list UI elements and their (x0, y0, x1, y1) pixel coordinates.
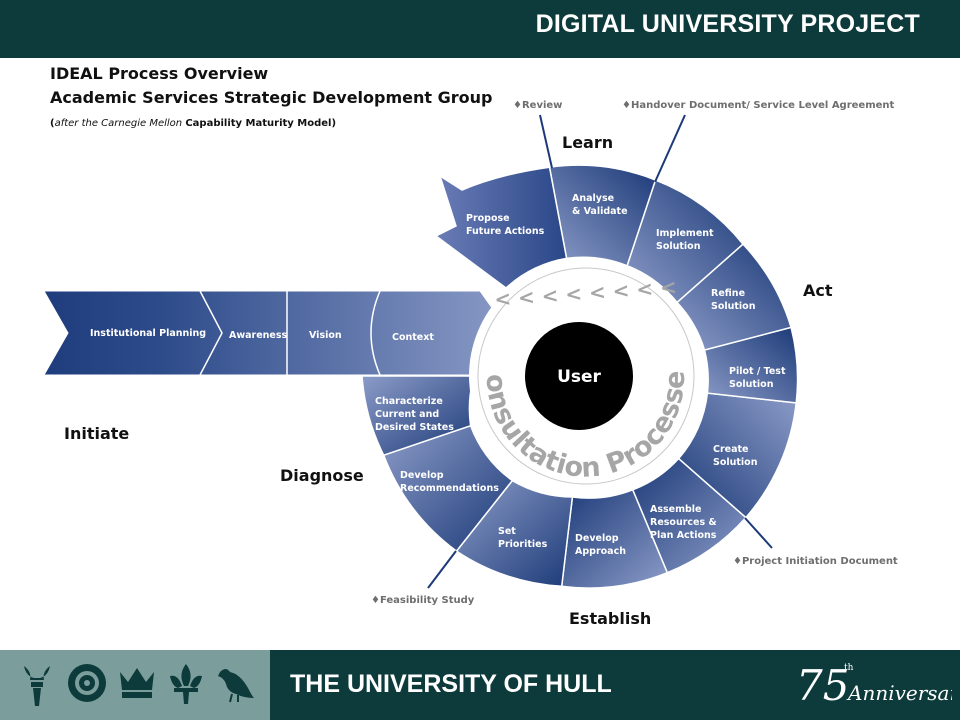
diagram-title-line2: Academic Services Strategic Development … (50, 88, 492, 107)
milestone-handover: ♦Handover Document/ Service Level Agreem… (622, 100, 895, 111)
diagram-title-line1: IDEAL Process Overview (50, 64, 268, 83)
footer-bar: THE UNIVERSITY OF HULL 75 th Anniversary (0, 650, 960, 720)
milestone-project-initiation: ♦Project Initiation Document (733, 556, 898, 567)
university-name: THE UNIVERSITY OF HULL (290, 670, 612, 698)
fleur-de-lis-icon (170, 664, 202, 704)
initiation-pointer (744, 517, 773, 549)
ideal-process-diagram: IDEAL Process Overview Academic Services… (0, 58, 898, 628)
label-priorities-1: Set (498, 526, 516, 537)
phase-establish: Establish (569, 609, 651, 628)
milestone-review: ♦Review (513, 100, 562, 111)
label-propose-2: Future Actions (466, 226, 545, 237)
label-refine-2: Solution (711, 301, 756, 312)
segment-pilot-test (703, 326, 799, 404)
user-circle (525, 322, 633, 430)
inner-ring-outline (477, 267, 695, 485)
segment-propose-future-actions (434, 166, 568, 289)
label-pilot-2: Solution (729, 379, 774, 390)
label-create-2: Solution (713, 457, 758, 468)
phase-learn: Learn (562, 133, 613, 152)
step-institutional-planning: Institutional Planning (90, 328, 206, 339)
label-approach-2: Approach (575, 546, 626, 557)
segment-characterize (361, 375, 475, 457)
arrow-divider-1 (199, 290, 223, 376)
label-pilot-1: Pilot / Test (729, 366, 786, 377)
label-assemble-3: Plan Actions (650, 530, 717, 541)
step-vision: Vision (309, 330, 342, 341)
anniversary-number: 75 (796, 661, 849, 710)
crown-icon (120, 668, 154, 698)
anniversary-logo: 75 th Anniversary (796, 661, 952, 710)
label-approach-1: Develop (575, 533, 619, 544)
label-implement-1: Implement (656, 228, 714, 239)
label-assemble-2: Resources & (650, 517, 717, 528)
header-title: DIGITAL UNIVERSITY PROJECT (535, 10, 920, 38)
bird-icon (218, 669, 254, 703)
milestone-feasibility: ♦Feasibility Study (371, 595, 475, 606)
handover-pointer (654, 114, 686, 183)
segment-implement-solution (626, 179, 745, 304)
label-characterize-2: Current and (375, 409, 439, 420)
label-analyse-2: & Validate (572, 206, 628, 217)
anniversary-th: th (844, 663, 854, 673)
torch-icon (24, 666, 50, 706)
feasibility-pointer (427, 550, 457, 589)
user-label: User (557, 367, 601, 387)
label-priorities-2: Priorities (498, 539, 548, 550)
label-create-1: Create (713, 444, 749, 455)
label-recommend-2: Recommendations (400, 483, 499, 494)
label-characterize-3: Desired States (375, 422, 454, 433)
label-recommend-1: Develop (400, 470, 444, 481)
segment-refine-solution (675, 243, 793, 351)
ring-segments (361, 164, 799, 589)
label-characterize-1: Characterize (375, 396, 443, 407)
crest-panel (0, 650, 270, 720)
phase-act: Act (803, 281, 833, 300)
label-refine-1: Refine (711, 288, 745, 299)
header-bar: DIGITAL UNIVERSITY PROJECT (0, 0, 960, 58)
arrow-divider-3 (370, 290, 381, 376)
step-context: Context (392, 332, 434, 343)
phase-initiate: Initiate (64, 424, 129, 443)
label-implement-2: Solution (656, 241, 701, 252)
label-propose-1: Propose (466, 213, 510, 224)
step-awareness: Awareness (229, 330, 288, 341)
anniversary-word: Anniversary (846, 681, 952, 705)
rose-icon (68, 664, 106, 702)
review-pointer (539, 114, 553, 169)
label-analyse-1: Analyse (572, 193, 614, 204)
phase-diagnose: Diagnose (280, 466, 364, 485)
diagram-subtitle: (after the Carnegie Mellon Capability Ma… (50, 118, 336, 129)
label-assemble-1: Assemble (650, 504, 702, 515)
